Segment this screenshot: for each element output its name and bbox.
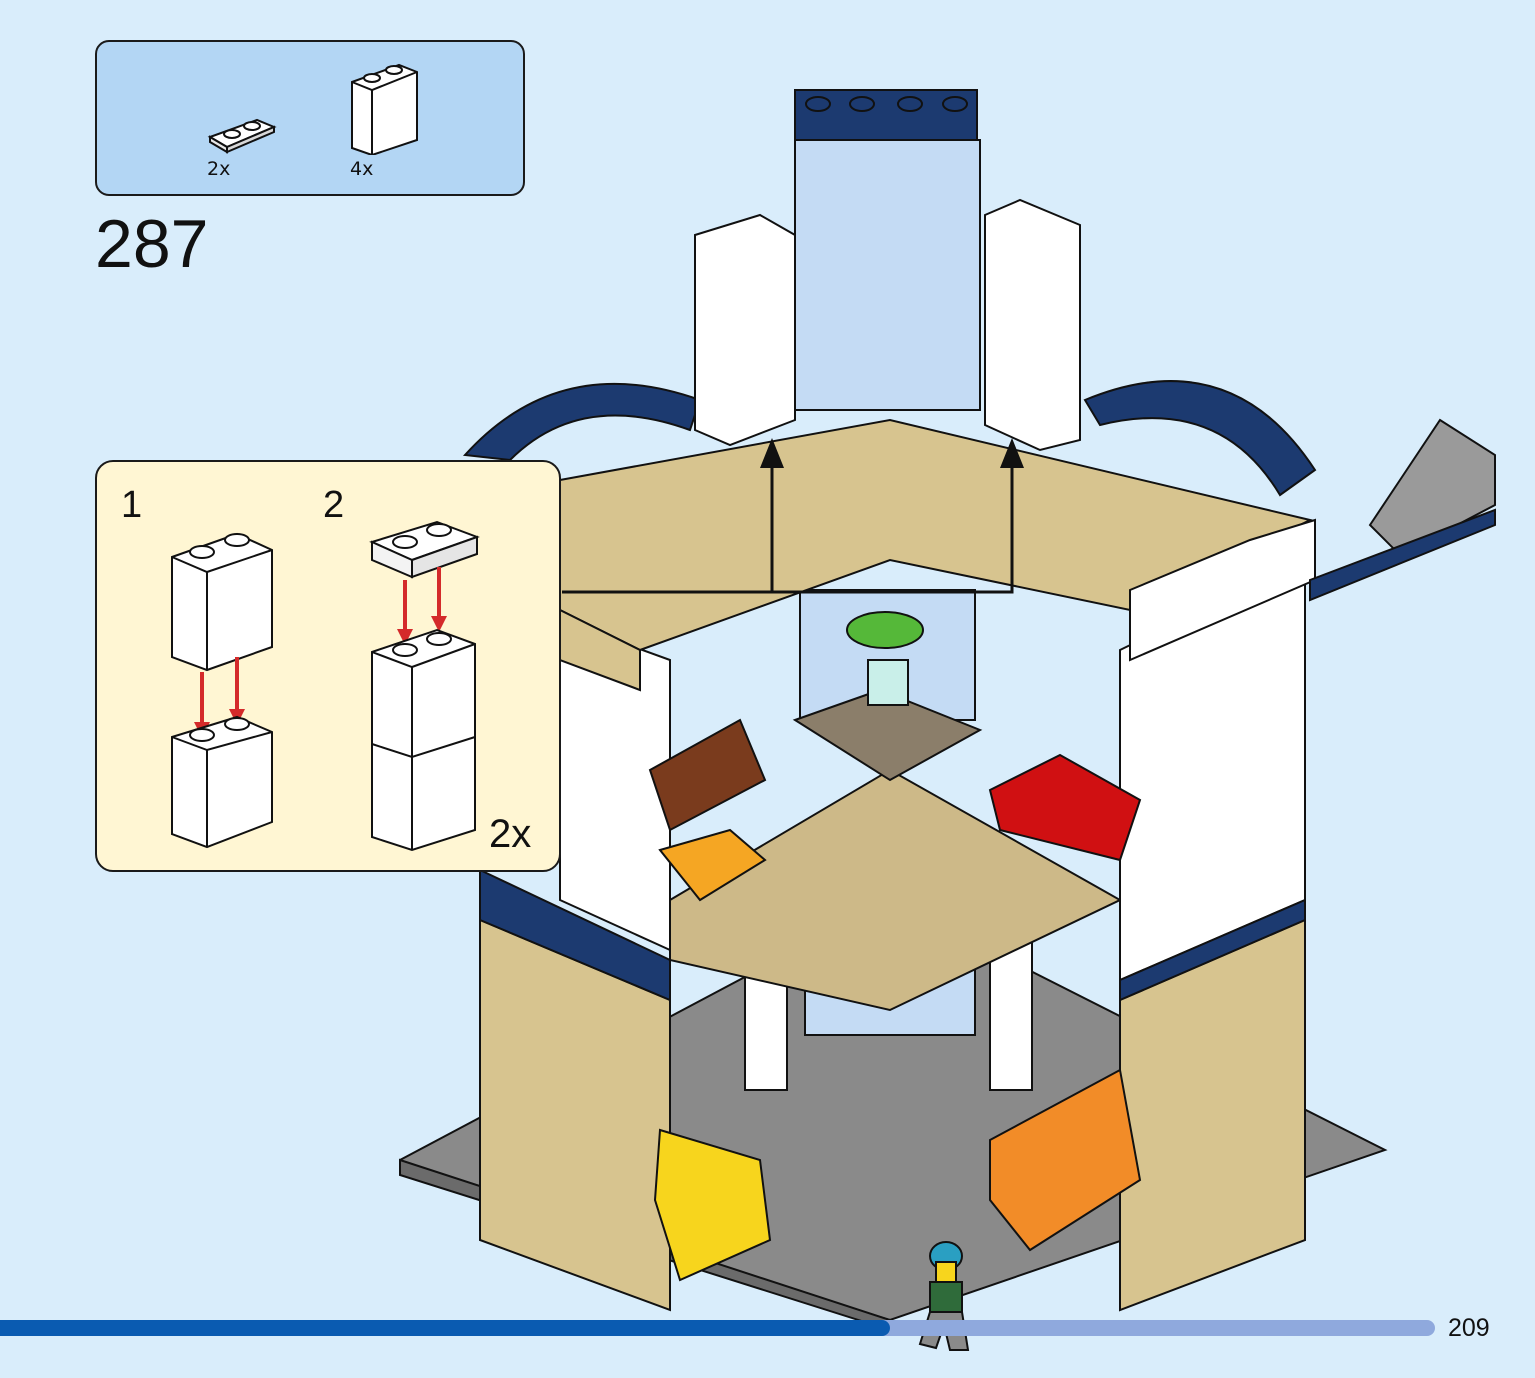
parts-needed-panel: 2x 4x — [95, 40, 525, 196]
sub-assembly-multiplier: 2x — [489, 812, 532, 856]
orange-sofa — [989, 1068, 1142, 1252]
tower-pillar-right — [984, 198, 1081, 452]
arch-right — [1083, 380, 1317, 497]
brown-table-top — [792, 688, 983, 782]
middle-wall-left — [479, 868, 671, 1002]
top-cap-studs — [805, 96, 968, 112]
plant-pot — [867, 659, 909, 706]
step-number: 287 — [95, 206, 209, 282]
arrow-head-left — [760, 438, 784, 468]
plate-1x2-white-icon — [207, 118, 277, 154]
tower-pillar-left — [694, 213, 796, 447]
placement-arrows — [562, 455, 1014, 594]
part-count-brick: 4x — [350, 158, 374, 180]
top-window — [794, 139, 981, 411]
right-white-segment — [1129, 518, 1316, 662]
yellow-chair — [653, 1128, 772, 1282]
brick-1x2x2-white-icon — [351, 63, 418, 155]
arrow-head-right — [1000, 438, 1024, 468]
sub-step-1-illustration — [171, 532, 273, 849]
red-desk — [988, 753, 1142, 862]
sub-step-number-1: 1 — [121, 484, 143, 526]
page-number: 209 — [1448, 1314, 1490, 1342]
plant-leaves — [846, 611, 924, 649]
orange-stool — [658, 828, 767, 902]
part-count-plate: 2x — [207, 158, 231, 180]
brown-bench — [648, 718, 767, 832]
sub-step-2-illustration — [369, 520, 480, 852]
arch-left — [462, 382, 702, 462]
navy-rail — [1309, 508, 1496, 602]
sub-assembly-callout: 1 2 2x — [95, 460, 561, 872]
progress-bar-fill — [0, 1320, 890, 1336]
sub-step-number-2: 2 — [323, 484, 345, 526]
